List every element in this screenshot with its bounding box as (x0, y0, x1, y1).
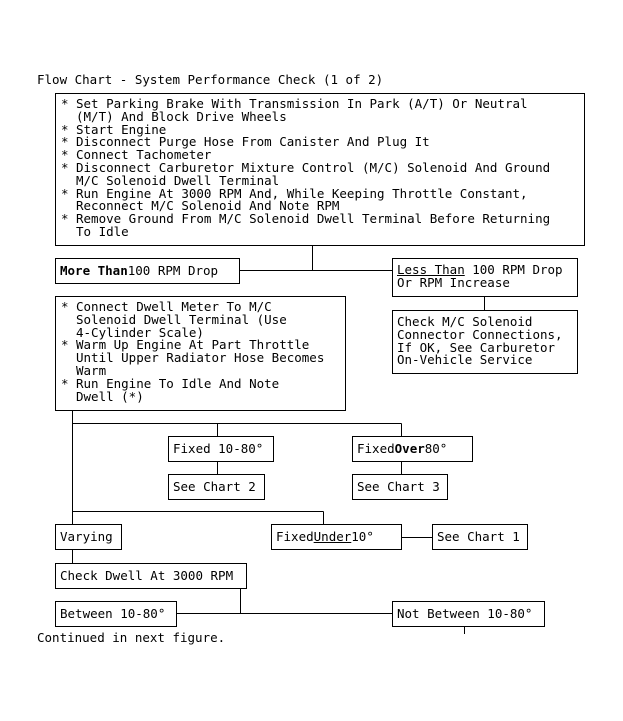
between-10-80-box: Between 10-80° (55, 601, 177, 627)
initial-steps-box: *Set Parking Brake With Transmission In … (55, 93, 585, 246)
less-than-label: Less Than (397, 262, 465, 277)
check-mc-line: Connector Connections, (397, 326, 563, 342)
fixed-under-underline: Under (313, 528, 352, 544)
step-item: *Connect Tachometer (61, 147, 212, 163)
step-item: *Disconnect Purge Hose From Canister And… (61, 134, 430, 150)
fixed-over-post: 80° (424, 440, 448, 456)
see-chart-3-label: See Chart 3 (357, 478, 440, 494)
fixed-under-post: 10° (351, 528, 374, 544)
check-mc-line: On-Vehicle Service (397, 352, 533, 368)
fixed-10-80-label: Fixed 10-80° (173, 440, 264, 456)
between-label: Between 10-80° (60, 605, 166, 621)
more-than-rest: 100 RPM Drop (127, 262, 219, 278)
see-chart-2-label: See Chart 2 (173, 478, 256, 494)
varying-box: Varying (55, 524, 122, 550)
check-mc-solenoid-box: Check M/C Solenoid Connector Connections… (392, 310, 578, 374)
fixed-over-pre: Fixed (357, 440, 395, 456)
more-than-100-rpm-box: More Than 100 RPM Drop (55, 258, 240, 284)
less-than-rest: 100 RPM Drop (464, 262, 563, 277)
fixed-10-80-box: Fixed 10-80° (168, 436, 274, 462)
check-mc-line: Check M/C Solenoid (397, 314, 533, 329)
step-item: *Remove Ground From M/C Solenoid Dwell T… (61, 211, 551, 239)
check-mc-line: If OK, See Carburetor (397, 339, 556, 355)
fixed-over-bold: Over (394, 440, 425, 456)
see-chart-3-box: See Chart 3 (352, 474, 448, 500)
see-chart-1-box: See Chart 1 (432, 524, 528, 550)
less-than-line2: Or RPM Increase (397, 274, 510, 290)
step-item: *Disconnect Carburetor Mixture Control (… (61, 159, 551, 188)
fixed-under-pre: Fixed (276, 528, 314, 544)
check-dwell-label: Check Dwell At 3000 RPM (60, 567, 234, 583)
page-title: Flow Chart - System Performance Check (1… (37, 72, 384, 87)
see-chart-2-box: See Chart 2 (168, 474, 265, 500)
continued-note: Continued in next figure. (37, 630, 226, 645)
fixed-under-10-box: Fixed Under 10° (271, 524, 402, 550)
check-dwell-3000-rpm-box: Check Dwell At 3000 RPM (55, 563, 247, 589)
step-item: *Run Engine At 3000 RPM And, While Keepi… (61, 185, 528, 214)
not-between-label: Not Between 10-80° (397, 605, 533, 621)
step-item: *Start Engine (61, 121, 167, 137)
see-chart-1-label: See Chart 1 (437, 528, 520, 544)
more-than-label: More Than (60, 262, 128, 278)
step-item: *Set Parking Brake With Transmission In … (61, 96, 528, 124)
not-between-10-80-box: Not Between 10-80° (392, 601, 545, 627)
less-than-100-rpm-box: Less Than 100 RPM Drop Or RPM Increase (392, 258, 578, 297)
varying-label: Varying (60, 528, 113, 544)
fixed-over-80-box: Fixed Over 80° (352, 436, 473, 462)
